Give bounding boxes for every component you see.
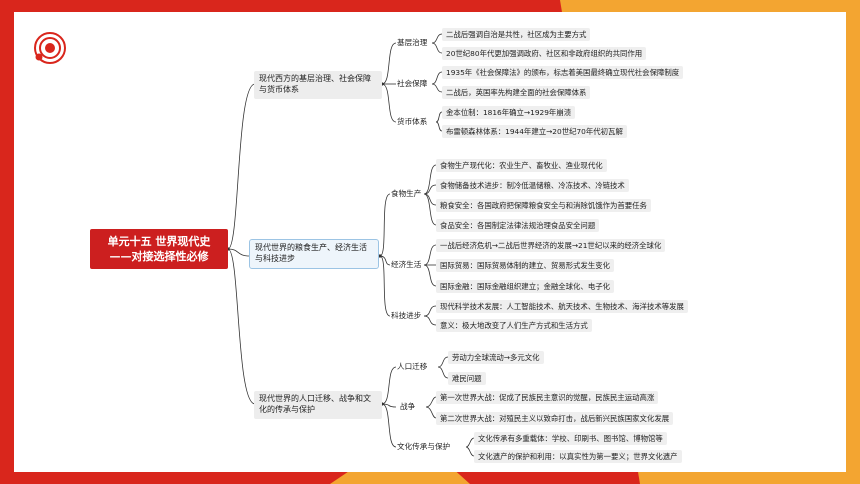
branch-3-group-1-item-1[interactable]: 劳动力全球流动→多元文化 bbox=[448, 351, 544, 365]
branch-2-group-3[interactable]: 科技进步 bbox=[391, 311, 422, 320]
branch-1-group-1-item-2[interactable]: 20世纪80年代更加强调政府、社区和非政府组织的共同作用 bbox=[442, 47, 647, 61]
central-topic-line2: ——对接选择性必修 bbox=[109, 250, 209, 263]
branch-3-group-2[interactable]: 战争 bbox=[400, 402, 416, 411]
branch-1-group-1[interactable]: 基层治理 bbox=[397, 38, 428, 47]
branch-2-group-1-item-4[interactable]: 食品安全：各国制定法律法规治理食品安全问题 bbox=[436, 219, 600, 233]
branch-3-group-3-item-2[interactable]: 文化遗产的保护和利用：以真实性为第一要义；世界文化遗产 bbox=[474, 450, 682, 464]
branch-3-group-2-item-2[interactable]: 第二次世界大战：对殖民主义以致命打击，战后新兴民族国家文化发展 bbox=[436, 412, 674, 426]
branch-2-group-2-item-3[interactable]: 国际金融：国际金融组织建立；金融全球化、电子化 bbox=[436, 280, 614, 294]
branch-2-group-2[interactable]: 经济生活 bbox=[391, 260, 422, 269]
branch-2-group-3-item-1[interactable]: 现代科学技术发展：人工智能技术、航天技术、生物技术、海洋技术等发展 bbox=[436, 300, 688, 314]
branch-1-group-2[interactable]: 社会保障 bbox=[397, 79, 428, 88]
branch-1-group-3[interactable]: 货币体系 bbox=[397, 117, 428, 126]
branch-2-group-2-item-2[interactable]: 国际贸易：国际贸易体制的建立、贸易形式发生变化 bbox=[436, 259, 614, 273]
branch-1-topic[interactable]: 现代西方的基层治理、社会保障与货币体系 bbox=[254, 71, 382, 99]
concentric-circles-logo bbox=[34, 32, 66, 64]
branch-3-topic[interactable]: 现代世界的人口迁移、战争和文化的传承与保护 bbox=[254, 391, 382, 419]
central-topic-line1: 单元十五 世界现代史 bbox=[107, 234, 211, 248]
branch-1-group-2-item-2[interactable]: 二战后，英国率先构建全面的社会保障体系 bbox=[442, 86, 591, 100]
branch-2-topic[interactable]: 现代世界的粮食生产、经济生活与科技进步 bbox=[249, 239, 379, 269]
branch-3-group-1-item-2[interactable]: 难民问题 bbox=[448, 372, 486, 386]
branch-3-group-3-item-1[interactable]: 文化传承有多重载体：学校、印刷书、图书馆、博物馆等 bbox=[474, 432, 667, 446]
branch-3-group-1[interactable]: 人口迁移 bbox=[397, 362, 428, 371]
branch-2-group-1[interactable]: 食物生产 bbox=[391, 189, 422, 198]
branch-1-group-3-item-2[interactable]: 布雷顿森林体系：1944年建立→20世纪70年代初瓦解 bbox=[442, 125, 627, 139]
branch-1-group-2-item-1[interactable]: 1935年《社会保障法》的颁布，标志着美国最终确立现代社会保障制度 bbox=[442, 66, 684, 80]
branch-3-group-2-item-1[interactable]: 第一次世界大战：促成了民族民主意识的觉醒，民族民主运动高涨 bbox=[436, 391, 659, 405]
branch-2-group-1-item-2[interactable]: 食物储备技术进步：制冷低温储粮、冷冻技术、冷链技术 bbox=[436, 179, 629, 193]
branch-2-group-3-item-2[interactable]: 意义：极大地改变了人们生产方式和生活方式 bbox=[436, 319, 592, 333]
central-topic[interactable]: 单元十五 世界现代史 ——对接选择性必修 bbox=[90, 229, 228, 269]
branch-2-group-2-item-1[interactable]: 一战后经济危机→二战后世界经济的发展→21世纪以来的经济全球化 bbox=[436, 239, 666, 253]
branch-2-group-1-item-3[interactable]: 粮食安全：各国政府把保障粮食安全与和消除饥饿作为首要任务 bbox=[436, 199, 651, 213]
branch-1-group-3-item-1[interactable]: 金本位制：1816年确立→1929年崩溃 bbox=[442, 106, 576, 120]
branch-3-group-3[interactable]: 文化传承与保护 bbox=[397, 442, 451, 451]
branch-1-group-1-item-1[interactable]: 二战后强调自治是共性，社区成为主要方式 bbox=[442, 28, 591, 42]
branch-2-group-1-item-1[interactable]: 食物生产现代化：农业生产、畜牧业、渔业现代化 bbox=[436, 159, 607, 173]
